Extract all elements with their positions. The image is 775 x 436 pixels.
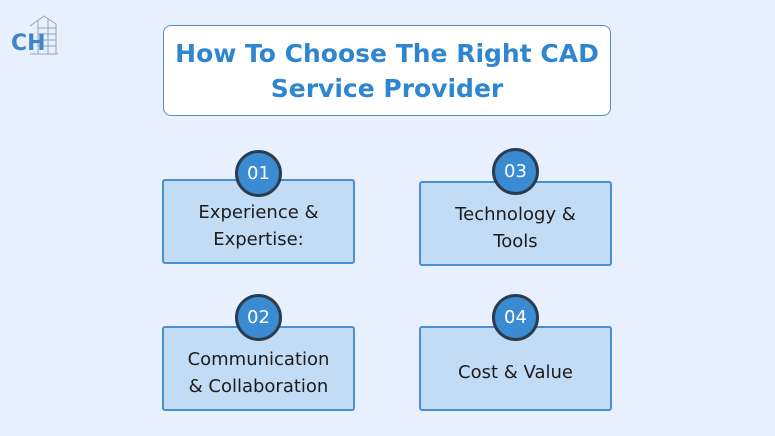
step-card-text: & Collaboration: [188, 375, 329, 397]
step-card-text: Technology &: [455, 203, 576, 225]
title-box: How To Choose The Right CAD Service Prov…: [163, 25, 611, 116]
page-title-line-2: Service Provider: [270, 73, 504, 103]
brand-logo: CH: [8, 14, 60, 58]
step-number-badge: 01: [235, 150, 282, 197]
step-card-text: Tools: [493, 230, 538, 252]
page-title-line-1: How To Choose The Right CAD: [175, 38, 599, 68]
step-card-text: Cost & Value: [458, 362, 573, 383]
step-number-badge: 03: [492, 148, 539, 195]
step-card-text: Experience &: [198, 201, 319, 223]
step-card-text: Expertise:: [213, 228, 304, 250]
logo-text: CH: [11, 31, 46, 56]
step-card-text: Communication: [187, 348, 330, 370]
step-number-badge: 04: [492, 294, 539, 341]
building-icon: CH: [11, 15, 58, 56]
step-number-badge: 02: [235, 294, 282, 341]
step-card-communication: Communication & Collaboration: [162, 326, 355, 411]
step-card-technology: Technology & Tools: [419, 181, 612, 266]
